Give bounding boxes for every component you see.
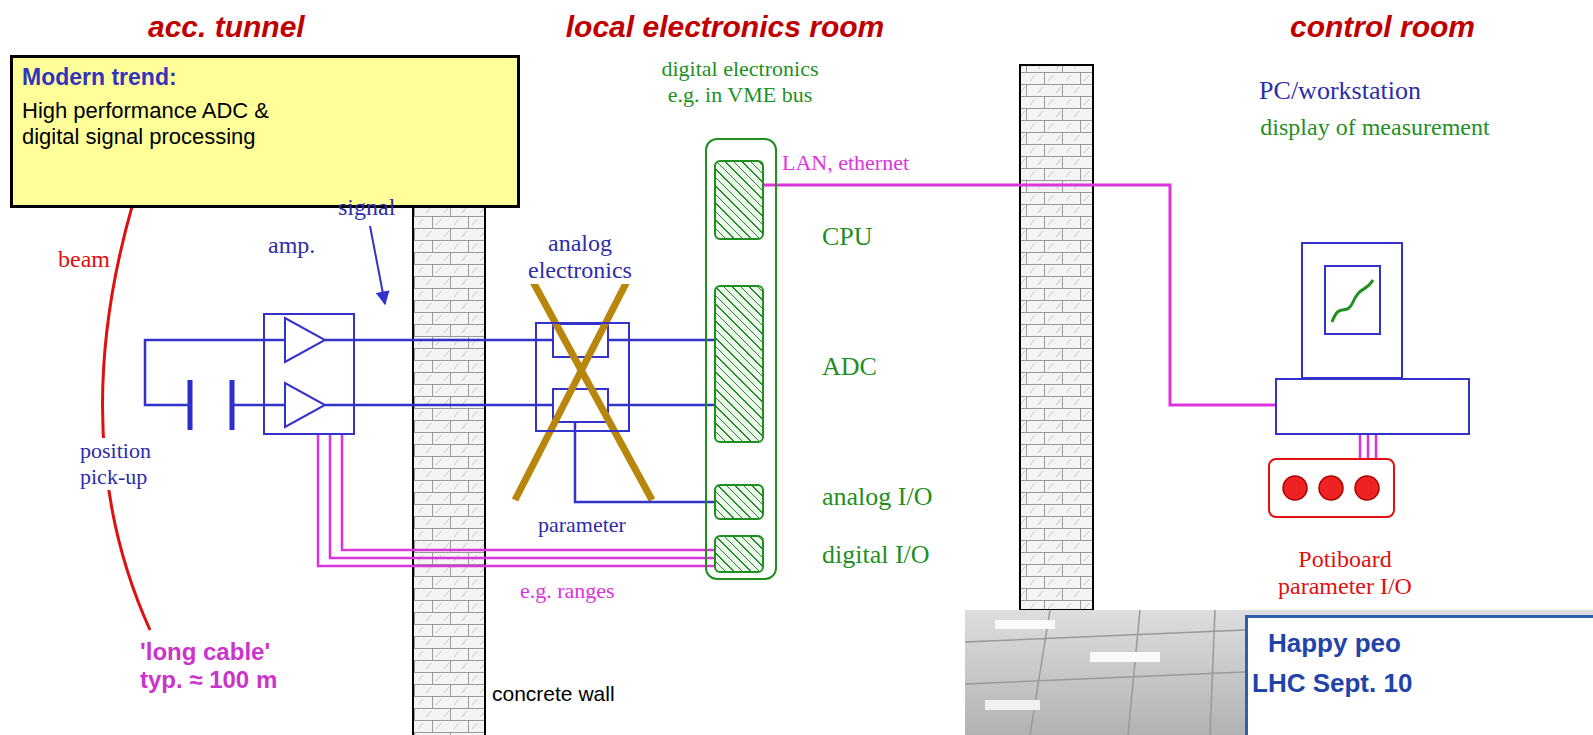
screen-trace xyxy=(1332,280,1373,322)
cable-strand xyxy=(1359,435,1362,458)
note-heading: Modern trend: xyxy=(22,64,177,91)
wall-label: concrete wall xyxy=(492,682,615,706)
edge-label: LAN, ethernet xyxy=(782,150,909,176)
photo-caption-text: Happy peo xyxy=(1268,628,1401,659)
control-cable xyxy=(1367,435,1370,458)
photo-ceiling-light xyxy=(1090,652,1160,662)
signal-cable xyxy=(355,404,535,407)
control-cable xyxy=(330,435,714,558)
analog-io-module: analog I/O xyxy=(714,484,764,520)
amplifier-symbol xyxy=(285,318,325,362)
note-box: Modern trend: High performance ADC & digi… xyxy=(10,55,520,208)
potentiometer-knob xyxy=(1355,476,1379,500)
network-cable xyxy=(764,185,1275,405)
cross-out xyxy=(520,258,652,500)
potentiometer-knob xyxy=(1283,476,1307,500)
cross-out xyxy=(515,252,642,500)
connector-group xyxy=(764,185,1275,405)
room-heading: acc. tunnel xyxy=(148,10,305,44)
adc-module: ADC xyxy=(714,285,764,443)
connector-group xyxy=(630,405,714,406)
potentiometer-knob xyxy=(1319,476,1343,500)
workstation-caption: display of measurement xyxy=(1210,114,1540,141)
pickup-label: position pick-up xyxy=(80,438,192,490)
photo-caption-text: LHC Sept. 10 xyxy=(1252,668,1412,699)
workstation-base: PC/workstationdisplay of measurement xyxy=(1275,378,1470,435)
connector-group xyxy=(318,435,714,566)
connector-group xyxy=(355,340,535,341)
photo-ceiling-light xyxy=(985,700,1040,710)
potiboard-label: Potiboard parameter I/O xyxy=(1255,546,1435,600)
module-label: ADC xyxy=(822,352,877,382)
beam-label: beam xyxy=(58,246,110,273)
edge-label: e.g. ranges xyxy=(520,578,615,604)
module-label: CPU xyxy=(822,222,873,252)
amplifier-box: amp. xyxy=(263,313,355,435)
crate-label: digital electronics e.g. in VME bus xyxy=(645,56,835,108)
module-label: analog I/O xyxy=(822,482,932,512)
potiboard: Potiboard parameter I/O xyxy=(1268,458,1395,518)
signal-cable xyxy=(630,339,714,342)
vme-crate: digital electronics e.g. in VME busCPUAD… xyxy=(705,138,777,580)
beam-arc xyxy=(103,150,151,630)
cable-strand xyxy=(342,435,714,550)
room-heading: control room xyxy=(1290,10,1475,44)
analog-electronics-box: analog electronics xyxy=(535,322,630,432)
connector-group xyxy=(1360,435,1376,458)
parameter-cable xyxy=(575,432,714,502)
monitor-screen xyxy=(1325,266,1380,334)
leader-arrow xyxy=(370,226,385,304)
analog-inner-wire xyxy=(535,340,630,432)
cable-note: 'long cable' typ. ≈ 100 m xyxy=(140,638,300,694)
room-heading: local electronics room xyxy=(555,10,895,44)
workstation-label: PC/workstation xyxy=(1235,76,1445,106)
signal-cable xyxy=(630,404,714,407)
signal-label: signal xyxy=(338,194,395,221)
box-label: analog electronics xyxy=(508,230,652,284)
amplifier-symbol xyxy=(285,383,325,427)
cable-strand xyxy=(1375,435,1378,458)
cpu-module: CPU xyxy=(714,160,764,240)
cable-strand xyxy=(318,435,714,566)
photo-caption: Happy peoLHC Sept. 10 xyxy=(1245,615,1593,735)
amp-output-wire xyxy=(325,340,355,405)
photo-ceiling-light xyxy=(995,620,1055,629)
connector-group xyxy=(355,405,535,406)
photo-ceiling-panel xyxy=(965,610,1245,735)
concrete-wall xyxy=(1020,65,1093,610)
edge-label: parameter xyxy=(538,512,626,538)
connector-group xyxy=(630,340,714,341)
signal-cable xyxy=(355,339,535,342)
note-text: High performance ADC & digital signal pr… xyxy=(22,98,312,150)
module-label: digital I/O xyxy=(822,540,930,570)
digital-io-module: digital I/O xyxy=(714,535,764,573)
monitor xyxy=(1302,243,1402,378)
connector-group xyxy=(575,432,714,502)
box-label: amp. xyxy=(268,232,315,259)
